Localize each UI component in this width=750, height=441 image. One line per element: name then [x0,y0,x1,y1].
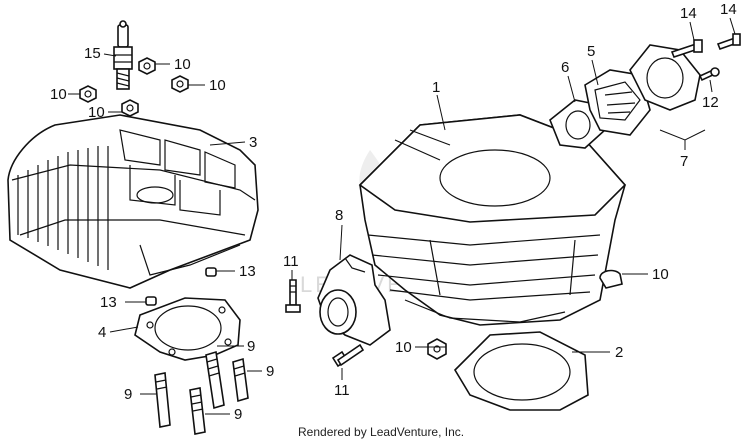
callout-13-b: 13 [100,294,117,311]
bolts-14 [670,33,741,58]
callout-10-b: 10 [209,77,226,94]
intake-flange [629,44,701,111]
studs [154,350,249,435]
callout-10-a: 10 [174,56,191,73]
callout-14-a: 14 [680,5,697,22]
callout-9-d: 9 [234,406,242,423]
callout-12: 12 [702,94,719,111]
callout-14-b: 14 [720,1,737,18]
spark-plug [113,20,133,90]
reed-valve-assembly [549,69,651,149]
callouts: 1 2 3 4 5 6 7 8 9 9 9 9 10 10 10 10 10 1… [50,1,737,423]
callout-10-e: 10 [395,339,412,356]
bolts-11 [285,279,365,368]
callout-10-d: 10 [88,104,105,121]
cylinder-head [7,114,259,289]
callout-5: 5 [587,43,595,60]
callout-6: 6 [561,59,569,76]
leader-lines [68,17,736,415]
footer-credit: Rendered by LeadVenture, Inc. [298,425,464,439]
callout-10-c: 10 [50,86,67,103]
callout-2: 2 [615,344,623,361]
callout-9-b: 9 [266,363,274,380]
screw-12 [698,67,720,82]
base-gasket [453,331,589,411]
callout-7: 7 [680,153,688,170]
callout-11-a: 11 [283,253,299,270]
callout-10-f: 10 [652,266,669,283]
intake-boot [317,254,391,346]
cylinder-nuts [427,269,623,360]
head-gasket [134,297,241,361]
callout-15: 15 [84,45,101,62]
callout-9-c: 9 [124,386,132,403]
dowel-pins [145,267,217,306]
callout-11-b: 11 [334,382,350,399]
callout-8: 8 [335,207,343,224]
callout-4: 4 [98,324,106,341]
callout-1: 1 [432,79,440,96]
callout-3: 3 [249,134,257,151]
callout-13-a: 13 [239,263,256,280]
callout-9-a: 9 [247,338,255,355]
